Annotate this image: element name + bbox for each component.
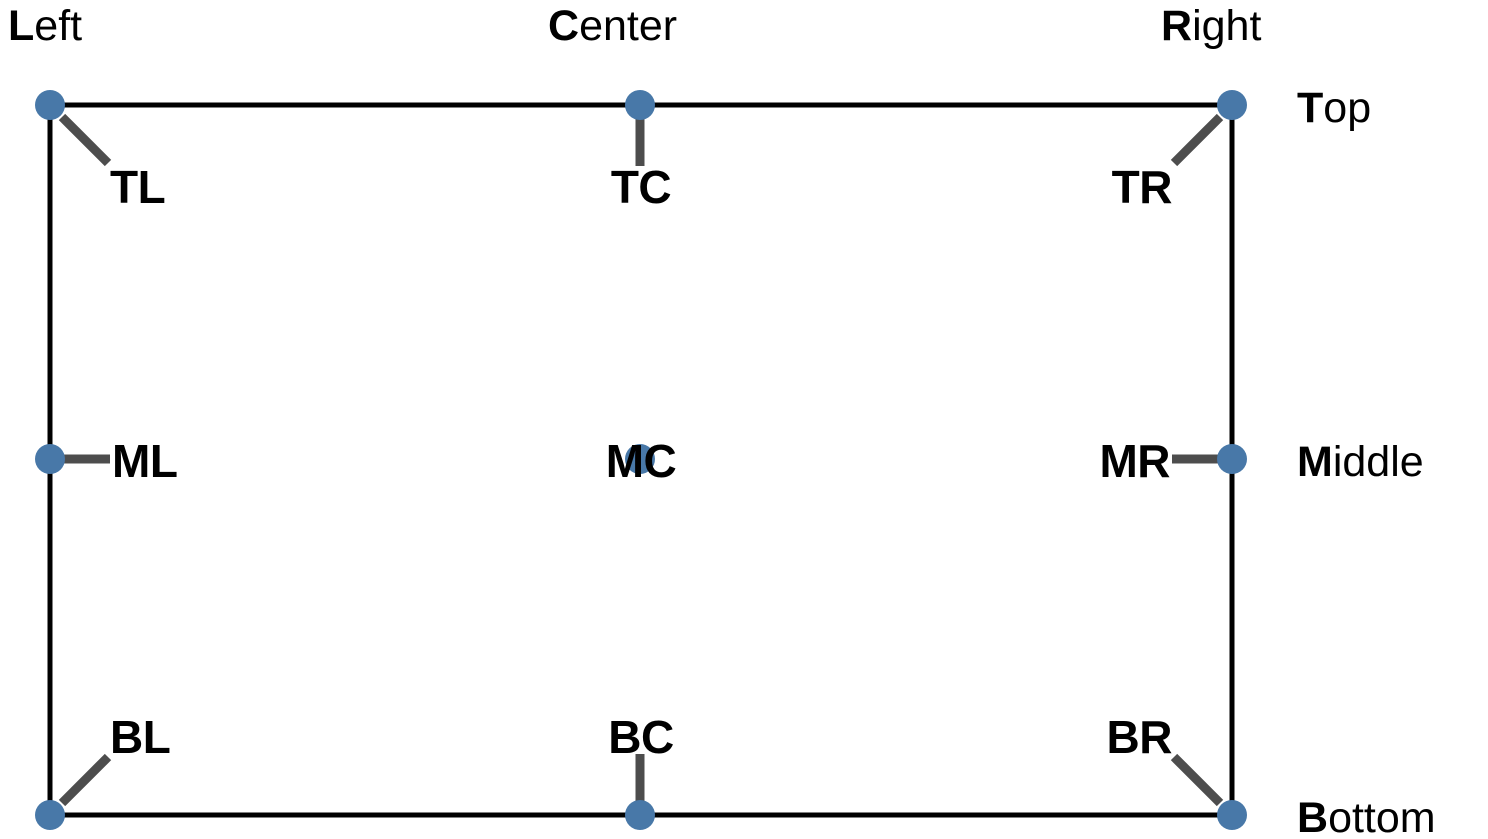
anchor-label-ml: ML (112, 435, 177, 487)
anchor-node-br[interactable] (1217, 800, 1247, 830)
leader-line-br (1170, 753, 1224, 807)
anchor-label-tl: TL (110, 161, 165, 213)
anchor-node-bc[interactable] (625, 800, 655, 830)
heading-key-letter-bottom: B (1297, 794, 1328, 839)
anchor-node-ml[interactable] (35, 444, 65, 474)
column-heading-left: Left (8, 2, 82, 50)
anchor-node-mr[interactable] (1217, 444, 1247, 474)
leader-lines (58, 113, 1224, 807)
heading-rest-middle: iddle (1333, 438, 1424, 486)
anchor-label-bc: BC (608, 711, 673, 763)
anchor-node-mc[interactable] (625, 444, 655, 474)
anchor-node-tc[interactable] (625, 90, 655, 120)
heading-key-letter-right: R (1161, 2, 1192, 50)
anchor-node-bl[interactable] (35, 800, 65, 830)
leader-line-tr (1170, 113, 1224, 167)
anchor-node-tl[interactable] (35, 90, 65, 120)
anchor-node-tr[interactable] (1217, 90, 1247, 120)
anchor-label-br: BR (1107, 711, 1173, 763)
heading-rest-bottom: ottom (1328, 794, 1436, 839)
anchor-nodes (35, 90, 1247, 830)
anchor-labels: TL TC TR ML MC MR BL BC BR (110, 161, 1173, 763)
anchor-label-mc: MC (606, 435, 677, 487)
row-heading-bottom: Bottom (1297, 794, 1436, 839)
anchor-label-bl: BL (110, 711, 170, 763)
heading-rest-right: ight (1192, 2, 1261, 50)
heading-key-letter-top: T (1297, 84, 1323, 132)
anchor-label-tc: TC (611, 161, 671, 213)
heading-key-letter-left: L (8, 2, 34, 50)
row-heading-middle: Middle (1297, 438, 1424, 486)
anchor-label-mr: MR (1099, 435, 1170, 487)
anchor-label-tr: TR (1112, 161, 1173, 213)
heading-rest-left: eft (34, 2, 82, 50)
heading-rest-center: enter (579, 2, 677, 50)
row-heading-top: Top (1297, 84, 1371, 132)
leader-line-bl (58, 753, 112, 807)
leader-line-tl (58, 113, 112, 167)
column-heading-right: Right (1161, 2, 1261, 50)
column-heading-center: Center (548, 2, 677, 50)
heading-key-letter-center: C (548, 2, 579, 50)
heading-key-letter-middle: M (1297, 438, 1333, 486)
heading-rest-top: op (1323, 84, 1371, 132)
